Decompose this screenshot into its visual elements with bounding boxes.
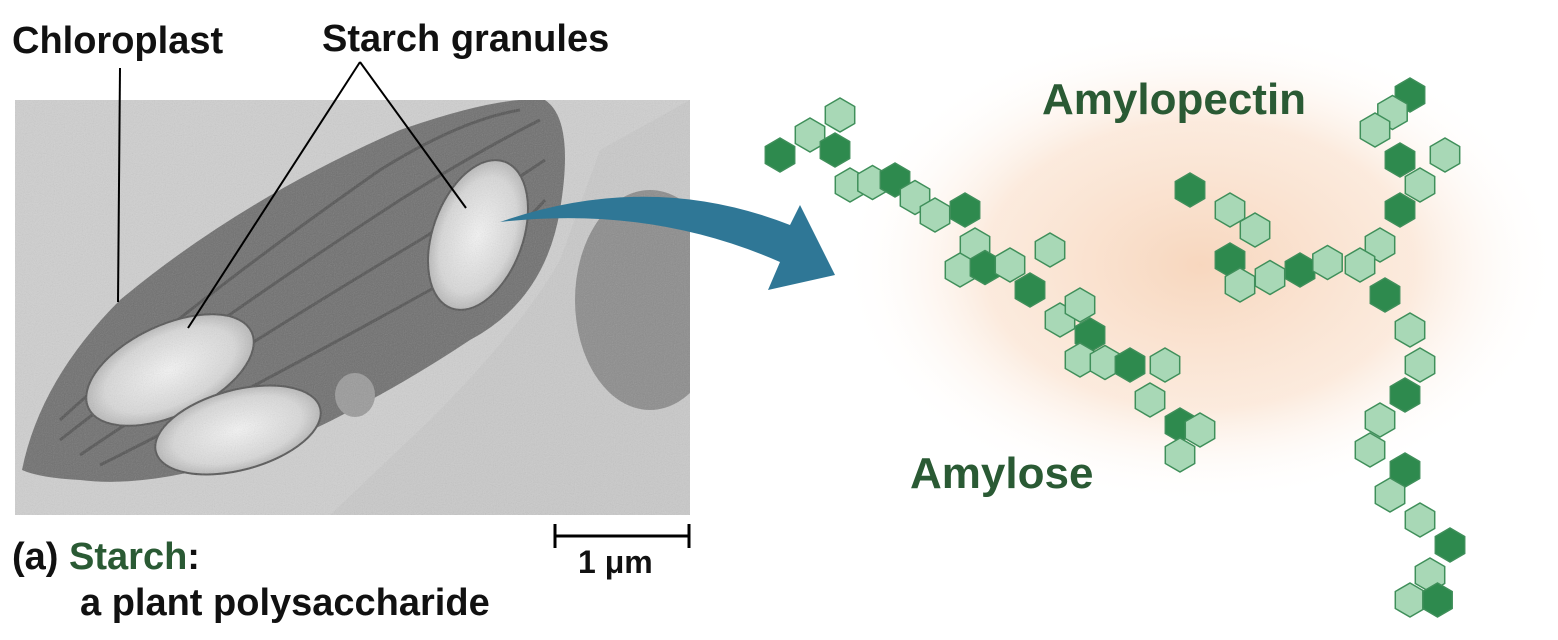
glucose-unit — [1394, 582, 1426, 618]
glucose-unit — [1369, 277, 1401, 313]
glucose-unit — [1364, 402, 1396, 438]
glucose-unit — [1014, 272, 1046, 308]
glucose-unit — [1239, 212, 1271, 248]
caption-subtitle: a plant polysaccharide — [80, 582, 490, 625]
glucose-unit — [1354, 432, 1386, 468]
glucose-unit — [1134, 382, 1166, 418]
glucose-unit — [1149, 347, 1181, 383]
glucose-unit — [1404, 502, 1436, 538]
glucose-unit — [1364, 227, 1396, 263]
glucose-unit — [1284, 252, 1316, 288]
glucose-unit — [1034, 232, 1066, 268]
glucose-unit — [794, 117, 826, 153]
figure-caption: (a) Starch: a plant polysaccharide — [12, 534, 490, 627]
glucose-unit — [1374, 477, 1406, 513]
glucose-unit — [1404, 167, 1436, 203]
glucose-unit — [1394, 312, 1426, 348]
amylopectin-label: Amylopectin — [1042, 75, 1307, 124]
leader-lines — [117, 61, 467, 329]
caption-prefix: (a) — [12, 536, 59, 578]
glucose-unit — [819, 132, 851, 168]
chloroplast-label: Chloroplast — [12, 20, 224, 62]
glucose-unit — [1114, 347, 1146, 383]
starch-granules-label: Starch granules — [322, 18, 610, 60]
glucose-unit — [824, 97, 856, 133]
blue-arrow — [500, 196, 835, 290]
glucose-unit — [1214, 192, 1246, 228]
glucose-unit — [1312, 244, 1343, 281]
caption-colon: : — [187, 536, 200, 578]
glucose-unit — [1384, 192, 1416, 228]
amylose-label: Amylose — [910, 449, 1094, 498]
amylose-chain — [764, 97, 1216, 473]
glucose-unit — [1422, 582, 1453, 618]
caption-starch: Starch — [69, 536, 188, 578]
glucose-unit — [949, 192, 981, 228]
glucose-unit — [994, 247, 1026, 283]
glucose-unit — [1404, 347, 1436, 383]
glucose-unit — [1184, 412, 1216, 448]
glucose-unit — [1384, 142, 1416, 178]
glucose-unit — [764, 137, 796, 173]
amylopectin-chain — [1174, 77, 1466, 618]
glucose-unit — [1434, 527, 1466, 563]
glucose-unit — [1344, 247, 1376, 283]
micrograph — [15, 100, 690, 515]
glucose-unit — [1064, 287, 1096, 323]
glucose-unit — [1389, 377, 1421, 413]
glucose-unit — [1224, 267, 1256, 303]
glucose-unit — [1359, 112, 1391, 148]
scale-bar — [553, 524, 691, 548]
glucose-unit — [1254, 259, 1286, 296]
glucose-unit — [1164, 437, 1196, 473]
glucose-unit — [1429, 137, 1461, 173]
scale-bar-label: 1 μm — [578, 544, 653, 580]
glucose-unit — [919, 197, 951, 233]
glucose-unit — [1174, 172, 1206, 208]
